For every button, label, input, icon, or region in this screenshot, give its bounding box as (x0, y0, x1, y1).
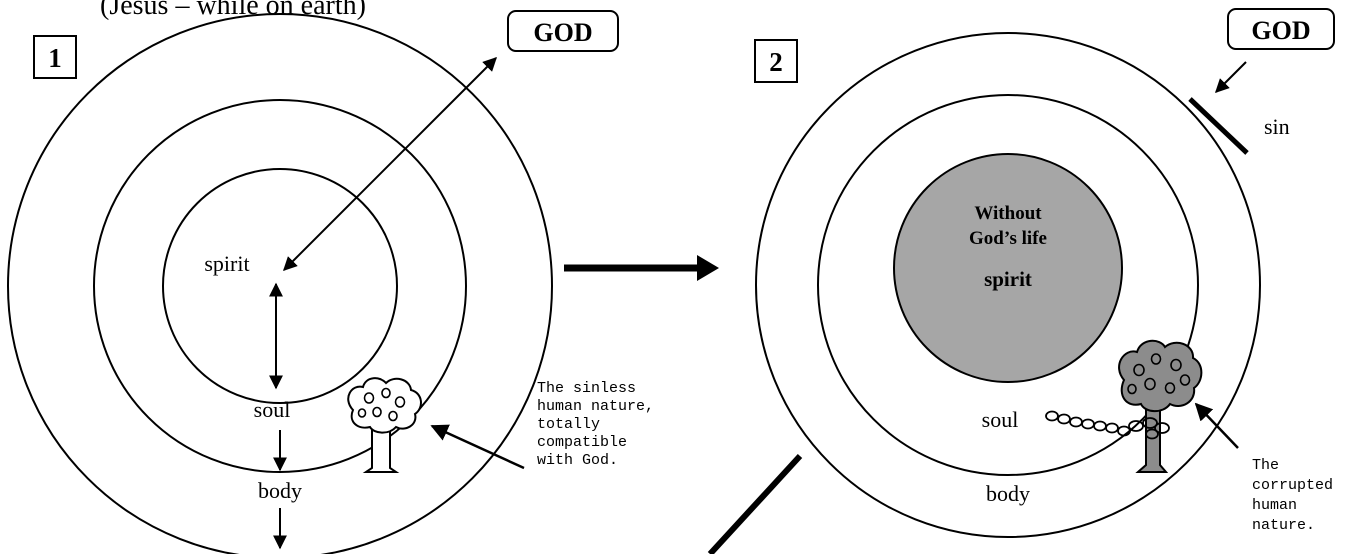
note-line: totally (537, 416, 600, 433)
note-line: with God. (537, 452, 618, 469)
diagonal-slash (707, 453, 803, 554)
note-line: corrupted (1252, 477, 1333, 494)
middle-circle-soul (93, 99, 467, 473)
panel-number: 1 (48, 43, 62, 73)
inner-circle-spirit (162, 168, 398, 404)
note-pointer-arrow (1194, 402, 1239, 449)
note-pointer-arrow (430, 424, 525, 470)
tree-icon (347, 377, 422, 473)
tree-icon (1118, 339, 1203, 473)
panel-number: 2 (769, 47, 783, 77)
note-line: The (1252, 457, 1279, 474)
god-label: GOD (1251, 16, 1310, 45)
core-text-line1: Without (974, 203, 1042, 224)
outer-circle-body (7, 13, 553, 554)
core-text-line2: God’s life (969, 228, 1047, 249)
sinless-note: The sinless human nature, totally compat… (537, 380, 654, 469)
header-text: (Jesus – while on earth) (100, 0, 366, 21)
corrupted-note: The corrupted human nature. (1252, 457, 1333, 534)
sin-label: sin (1264, 114, 1290, 139)
body-label: body (258, 478, 302, 503)
panel-2: 2 GOD sin Without God’s life spirit soul… (754, 8, 1335, 538)
middle-circle-soul (817, 94, 1199, 476)
spirit-label: spirit (204, 251, 249, 276)
panel-number-box (754, 39, 798, 83)
note-line: human (1252, 497, 1297, 514)
spirit-god-arrow (283, 57, 497, 271)
outer-circle-body (755, 32, 1261, 538)
god-label: GOD (533, 18, 592, 47)
soul-label: soul (982, 407, 1019, 432)
note-line: human nature, (537, 398, 654, 415)
transition-arrow (564, 255, 719, 281)
core-spirit-label: spirit (984, 267, 1032, 291)
sin-barrier (1188, 97, 1249, 155)
note-line: compatible (537, 434, 627, 451)
soul-label: soul (254, 397, 291, 422)
god-box (1227, 8, 1335, 50)
note-line: nature. (1252, 517, 1315, 534)
panel-1: 1 GOD spirit soul body The (7, 10, 654, 554)
panel-number-box (33, 35, 77, 79)
chain-icon (1045, 410, 1170, 440)
god-box (507, 10, 619, 52)
note-line: The sinless (537, 380, 636, 397)
god-blocked-arrow (1215, 61, 1247, 93)
spirit-core (893, 153, 1123, 383)
body-label: body (986, 481, 1030, 506)
